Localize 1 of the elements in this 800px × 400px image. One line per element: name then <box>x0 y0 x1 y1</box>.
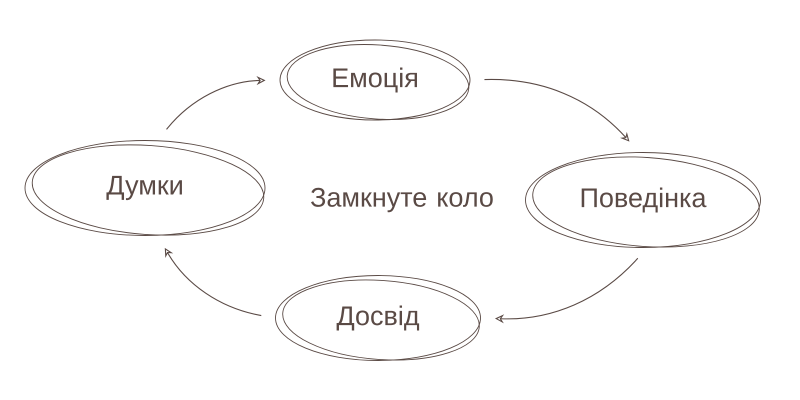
center-label: Замкнуте коло <box>310 188 493 212</box>
